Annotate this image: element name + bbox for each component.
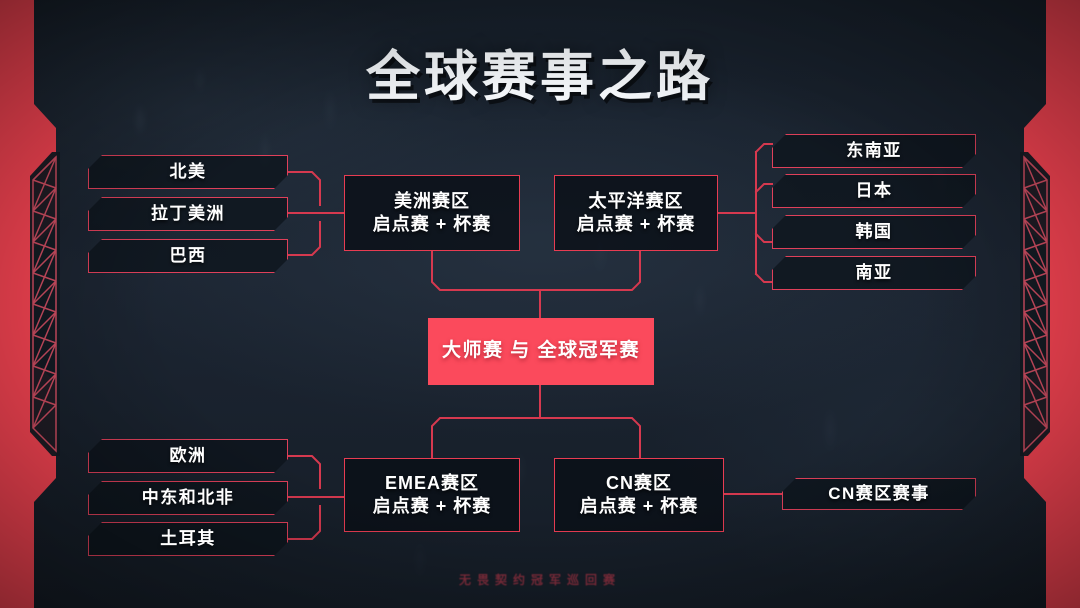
region-name: 太平洋赛区	[588, 190, 684, 211]
feeder-chip-north-america[interactable]: 北美	[88, 155, 288, 189]
masters-champions-label: 大师赛 与 全球冠军赛	[441, 340, 641, 362]
feeder-chip-mena[interactable]: 中东和北非	[88, 481, 288, 515]
feeder-chip-latin-america[interactable]: 拉丁美洲	[88, 197, 288, 231]
region-name: EMEA赛区	[384, 472, 479, 493]
region-name: 美洲赛区	[394, 190, 470, 211]
feeder-chip-turkey[interactable]: 土耳其	[88, 522, 288, 556]
chip-label: 拉丁美洲	[151, 204, 225, 224]
region-box-cn[interactable]: CN赛区 启点赛 + 杯赛	[554, 458, 724, 532]
feeder-chip-southeast-asia[interactable]: 东南亚	[772, 134, 976, 168]
region-box-pacific[interactable]: 太平洋赛区 启点赛 + 杯赛	[554, 175, 718, 251]
chip-label: 东南亚	[846, 141, 902, 161]
chip-label: 日本	[855, 181, 893, 201]
chip-label: 土耳其	[160, 529, 216, 549]
chip-label: 南亚	[855, 263, 893, 283]
region-format: 启点赛 + 杯赛	[576, 214, 696, 234]
cn-event-chip[interactable]: CN赛区赛事	[782, 478, 976, 510]
masters-champions-box[interactable]: 大师赛 与 全球冠军赛	[428, 318, 654, 385]
chip-label: 巴西	[169, 246, 207, 266]
chip-label: 中东和北非	[141, 488, 235, 508]
feeder-chip-japan[interactable]: 日本	[772, 174, 976, 208]
chip-label: 北美	[169, 162, 207, 182]
feeder-chip-korea[interactable]: 韩国	[772, 215, 976, 249]
feeder-chip-brazil[interactable]: 巴西	[88, 239, 288, 273]
chip-label: CN赛区赛事	[828, 484, 930, 504]
chip-label: 韩国	[855, 222, 893, 242]
region-box-americas[interactable]: 美洲赛区 启点赛 + 杯赛	[344, 175, 520, 251]
region-box-emea[interactable]: EMEA赛区 启点赛 + 杯赛	[344, 458, 520, 532]
region-name: CN赛区	[606, 472, 672, 493]
region-format: 启点赛 + 杯赛	[372, 214, 492, 234]
chip-label: 欧洲	[169, 446, 207, 466]
region-format: 启点赛 + 杯赛	[372, 496, 492, 516]
feeder-chip-south-asia[interactable]: 南亚	[772, 256, 976, 290]
page-title: 全球赛事之路	[366, 47, 714, 107]
feeder-chip-europe[interactable]: 欧洲	[88, 439, 288, 473]
region-format: 启点赛 + 杯赛	[579, 496, 699, 516]
footer-watermark: 无畏契约冠军巡回赛	[458, 573, 621, 587]
